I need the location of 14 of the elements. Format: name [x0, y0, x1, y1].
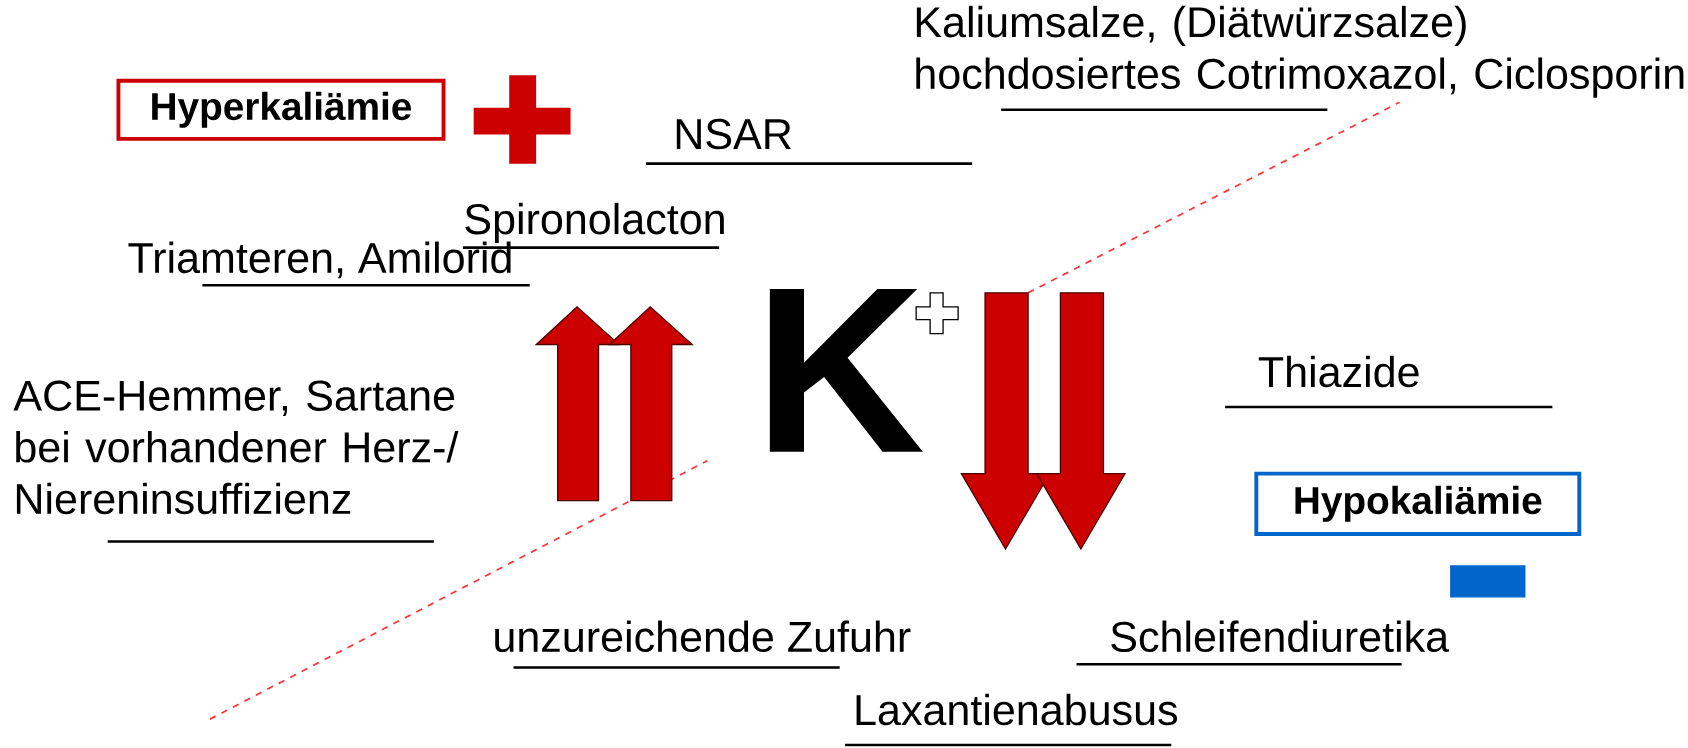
cause-label: unzureichende Zufuhr — [495, 620, 911, 653]
drug-label: ACE-Hemmer, Sartane bei vorhandener Herz-/ Niereninsuffizienz — [13, 380, 459, 515]
cause-label: Laxantienabusus — [856, 693, 1177, 726]
drug-label: Schleifendiuretika — [1111, 620, 1450, 653]
drug-label: Thiazide — [1258, 355, 1419, 388]
drug-label: Triamteren, Amilorid — [128, 241, 511, 279]
minus-sign — [1450, 565, 1526, 598]
potassium-symbol: K — [769, 288, 923, 452]
label-box: Hyperkaliämie — [116, 78, 446, 141]
drug-label: NSAR — [676, 118, 791, 150]
label-box: Hypokaliämie — [1254, 471, 1582, 536]
drug-list: Kaliumsalze, (Diätwürzsalze) hochdosiertes Cotrimoxazol, Ciclosporin — [916, 5, 1684, 98]
plus-sign — [473, 75, 571, 164]
drug-label: Spironolacton — [465, 202, 724, 243]
